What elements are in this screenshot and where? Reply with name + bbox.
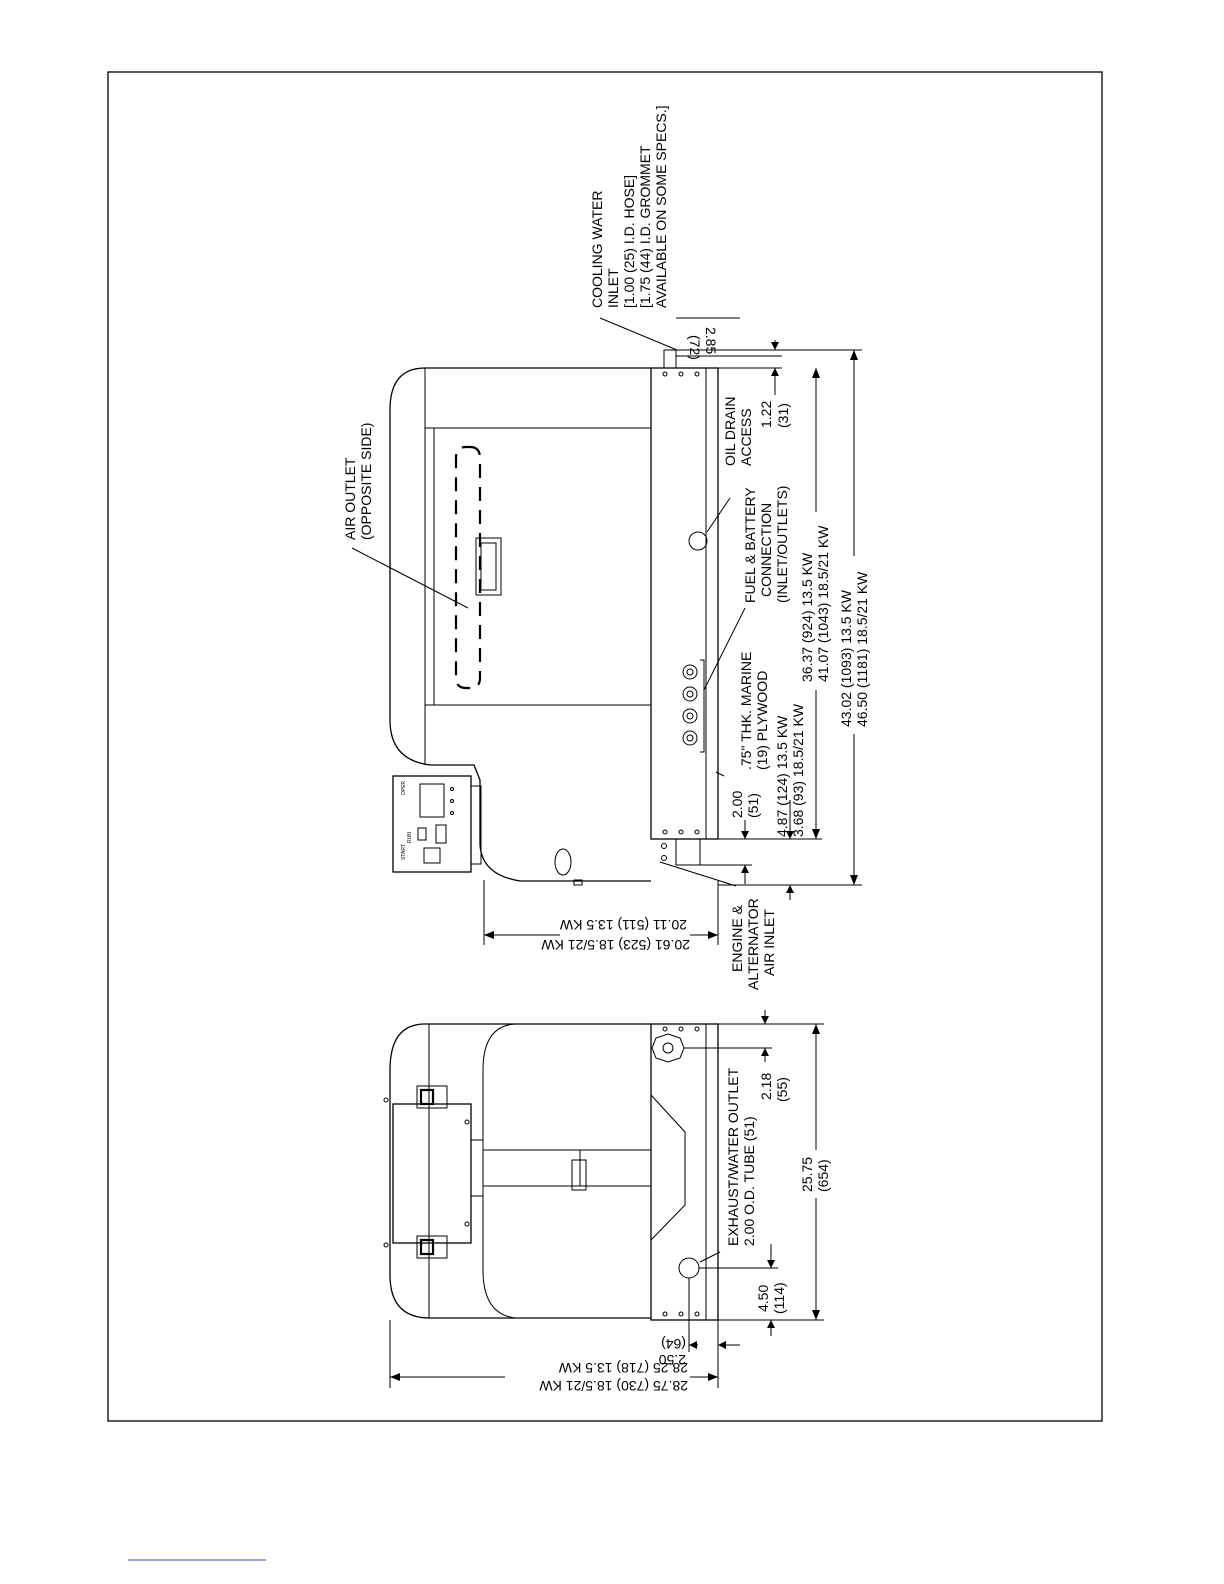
cooling-water-line-1: COOLING WATER: [589, 191, 605, 308]
dim-2-00: 2.00 (51): [729, 791, 761, 818]
end-view: [383, 1023, 719, 1321]
latch-bottom: [416, 1235, 448, 1259]
svg-text:(OPPOSITE SIDE): (OPPOSITE SIDE): [358, 423, 374, 540]
side-view: OPER START RUN: [389, 349, 725, 886]
oil-drain-access: [688, 531, 708, 551]
cover-handle: [475, 537, 502, 596]
svg-text:4.87 (124) 13.5 KW: 4.87 (124) 13.5 KW: [774, 715, 790, 837]
svg-text:41.07 (1043) 18.5/21 KW: 41.07 (1043) 18.5/21 KW: [815, 525, 831, 682]
engine-air-label: ENGINE & ALTERNATOR AIR INLET: [729, 898, 777, 990]
fuel-connection-2: [682, 686, 698, 702]
svg-text:46.50 (1181) 18.5/21 KW: 46.50 (1181) 18.5/21 KW: [854, 571, 870, 727]
end-sound-shield: [389, 1023, 651, 1319]
svg-text:28.75 (730) 18.5/21 KW: 28.75 (730) 18.5/21 KW: [539, 1378, 688, 1394]
svg-text:2.00 O.D. TUBE (51): 2.00 O.D. TUBE (51): [741, 1116, 757, 1246]
dim-4-87: 4.87 (124) 13.5 KW 3.68 (93) 18.5/21 KW: [774, 703, 806, 837]
svg-text:2.18: 2.18: [758, 1073, 774, 1100]
control-box-text: OPER: [401, 780, 407, 795]
svg-text:3.68 (93) 18.5/21 KW: 3.68 (93) 18.5/21 KW: [790, 703, 806, 837]
svg-text:(19) PLYWOOD: (19) PLYWOOD: [754, 671, 770, 770]
svg-text:(INLET/OUTLETS): (INLET/OUTLETS): [774, 486, 790, 603]
exhaust-water-outlet: [678, 1257, 700, 1279]
dim-28-25: 28.25 (718) 13.5 KW 28.75 (730) 18.5/21 …: [539, 1360, 688, 1394]
svg-text:(654): (654): [815, 1159, 831, 1192]
exhaust-fitting: [651, 1033, 685, 1063]
fuel-connection-1: [682, 664, 698, 680]
dimension-lines: [351, 317, 862, 1388]
cooling-water-line-2: INLET: [605, 268, 621, 308]
svg-text:START: START: [401, 844, 407, 860]
svg-text:(31): (31): [775, 403, 791, 428]
svg-text:ACCESS: ACCESS: [738, 408, 754, 466]
fuel-connection-3: [682, 708, 698, 724]
fuel-battery-label: FUEL & BATTERY CONNECTION (INLET/OUTLETS…: [742, 486, 790, 603]
oil-drain-label: OIL DRAIN ACCESS: [722, 397, 754, 467]
svg-text:ENGINE &: ENGINE &: [729, 904, 745, 972]
latch-top: [416, 1085, 448, 1109]
control-display: [419, 783, 445, 818]
cooling-water-line-5: AVAILABLE ON SOME SPECS.]: [653, 105, 669, 308]
svg-text:25.75: 25.75: [799, 1157, 815, 1192]
air-outlet-label: AIR OUTLET (OPPOSITE SIDE): [342, 423, 374, 540]
svg-text:(114): (114): [771, 1282, 787, 1314]
svg-text:AIR OUTLET: AIR OUTLET: [342, 457, 358, 540]
svg-text:ALTERNATOR: ALTERNATOR: [745, 898, 761, 990]
plywood-label: .75" THK. MARINE (19) PLYWOOD: [738, 652, 770, 770]
dim-20-11: 20.11 (511) 13.5 KW 20.61 (523) 18.5/21 …: [541, 917, 690, 953]
svg-text:2.85: 2.85: [703, 327, 719, 354]
cooling-water-line-3: [1.00 (25) I.D. HOSE]: [621, 175, 637, 308]
fuel-connection-4: [682, 730, 698, 746]
svg-text:AIR INLET: AIR INLET: [761, 909, 777, 976]
svg-text:2.50: 2.50: [659, 1352, 686, 1368]
drawing-border: [107, 71, 1103, 1422]
dim-1-22: 1.22 (31): [758, 401, 791, 428]
dim-side-length: 36.37 (924) 13.5 KW 41.07 (1043) 18.5/21…: [799, 525, 831, 682]
cooling-water-label: COOLING WATER INLET [1.00 (25) I.D. HOSE…: [589, 105, 669, 308]
svg-text:.75" THK. MARINE: .75" THK. MARINE: [738, 652, 754, 770]
air-outlet-outline: [454, 445, 482, 690]
side-base-skid: [650, 367, 719, 840]
end-control-bracket: [392, 1103, 472, 1244]
cooling-water-line-4: [1.75 (44) I.D. GROMMET: [637, 145, 653, 308]
exhaust-label: EXHAUST/WATER OUTLET 2.00 O.D. TUBE (51): [725, 1067, 757, 1246]
svg-text:(51): (51): [745, 793, 761, 818]
side-sound-shield: [389, 367, 651, 882]
dim-2-50: (64) 2.50: [659, 1336, 686, 1368]
cooling-water-inlet-fitting: [663, 349, 677, 369]
svg-text:OIL DRAIN: OIL DRAIN: [722, 397, 738, 467]
svg-text:2.00: 2.00: [729, 791, 745, 818]
svg-text:20.11 (511) 13.5 KW: 20.11 (511) 13.5 KW: [559, 917, 687, 933]
svg-text:1.22: 1.22: [758, 401, 774, 428]
svg-text:(72): (72): [687, 335, 703, 360]
svg-text:RUN: RUN: [407, 832, 413, 843]
svg-text:(64): (64): [661, 1336, 686, 1352]
svg-text:4.50: 4.50: [755, 1285, 771, 1312]
svg-text:EXHAUST/WATER OUTLET: EXHAUST/WATER OUTLET: [725, 1067, 741, 1246]
dim-2-18: 2.18 (55): [758, 1073, 790, 1102]
svg-text:CONNECTION: CONNECTION: [758, 503, 774, 597]
svg-text:28.25 (718) 13.5 KW: 28.25 (718) 13.5 KW: [558, 1360, 688, 1376]
svg-text:36.37 (924) 13.5 KW: 36.37 (924) 13.5 KW: [799, 552, 815, 682]
control-switch: [423, 847, 441, 864]
dim-total-length: 43.02 (1093) 13.5 KW 46.50 (1181) 18.5/2…: [838, 571, 870, 727]
dim-2-85: (72) 2.85: [687, 327, 719, 360]
svg-text:(55): (55): [774, 1077, 790, 1102]
svg-text:43.02 (1093) 13.5 KW: 43.02 (1093) 13.5 KW: [838, 589, 854, 727]
dim-4-50: 4.50 (114): [755, 1282, 787, 1314]
dim-25-75: 25.75 (654): [799, 1157, 831, 1192]
svg-text:FUEL & BATTERY: FUEL & BATTERY: [742, 487, 758, 603]
svg-text:20.61 (523) 18.5/21 KW: 20.61 (523) 18.5/21 KW: [541, 937, 690, 953]
